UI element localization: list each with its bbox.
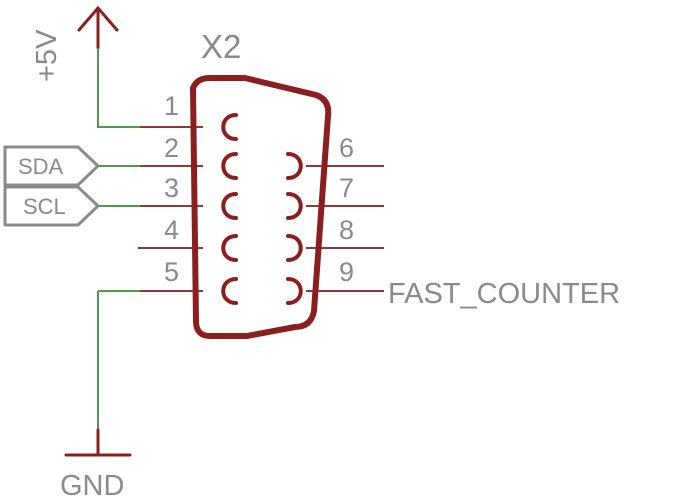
pin-8-number: 8 — [339, 215, 354, 245]
pin-9-number: 9 — [339, 257, 354, 287]
pin-4-number: 4 — [164, 215, 179, 245]
pin-7-number: 7 — [339, 173, 354, 203]
db9-connector: X2 — [190, 28, 332, 339]
pin-numbers: 1 2 3 4 5 6 7 8 9 — [164, 91, 354, 287]
scl-label: SCL — [23, 194, 66, 219]
ground-label: GND — [60, 470, 124, 502]
supply-symbol: +5V — [31, 5, 119, 82]
connector-outline — [190, 75, 332, 339]
pin-1-socket — [221, 113, 238, 141]
pin-1-number: 1 — [164, 91, 179, 121]
pin-4-socket — [221, 234, 238, 262]
pin-2-socket — [221, 152, 238, 180]
pin-2-number: 2 — [164, 133, 179, 163]
pin-6-socket — [286, 152, 303, 180]
sda-port: SDA — [3, 145, 100, 187]
ground-symbol: GND — [60, 291, 132, 502]
fast-counter-label: FAST_COUNTER — [388, 278, 620, 310]
pin-6-number: 6 — [339, 133, 354, 163]
pin-3-number: 3 — [164, 173, 179, 203]
pin-5-number: 5 — [164, 257, 179, 287]
connector-name: X2 — [201, 28, 241, 65]
pin-3-socket — [221, 192, 238, 220]
left-wires — [97, 48, 203, 292]
supply-label: +5V — [31, 29, 63, 82]
pin-9-socket — [286, 277, 303, 305]
scl-port: SCL — [3, 185, 100, 227]
pin-5-socket — [221, 277, 238, 305]
sda-label: SDA — [18, 154, 64, 179]
pin-7-socket — [286, 192, 303, 220]
pin-8-socket — [286, 234, 303, 262]
